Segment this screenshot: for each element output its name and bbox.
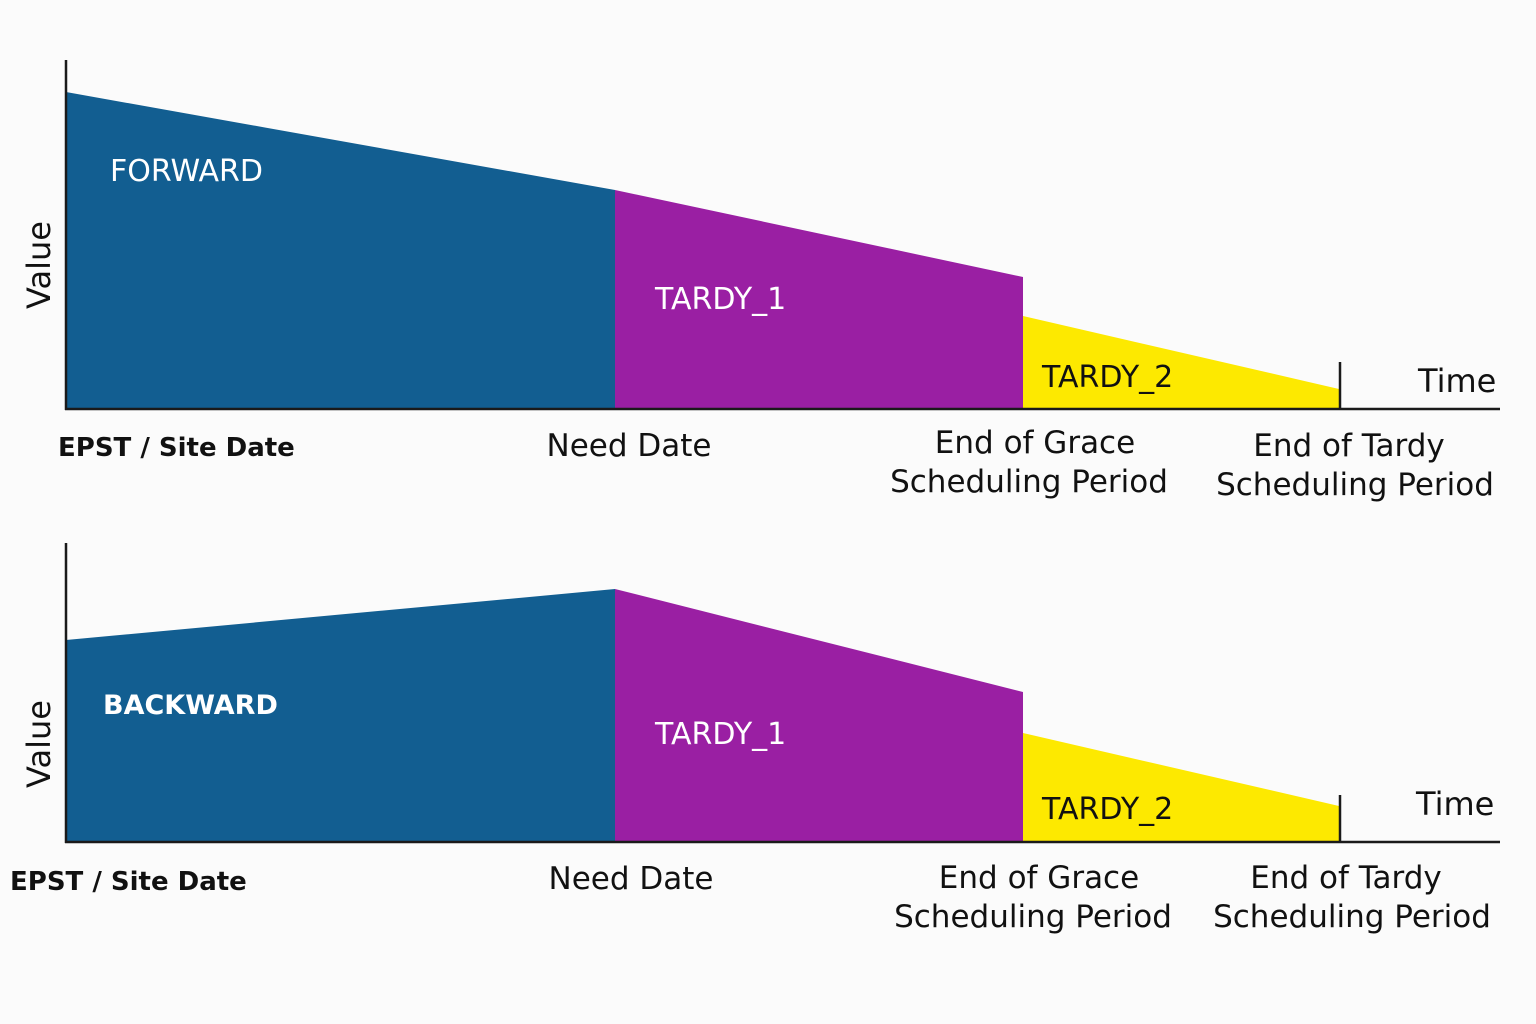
need-date-tick-label: Need Date — [547, 428, 712, 464]
tardy-1-region — [615, 190, 1023, 409]
end-of-tardy-label-line1: End of Tardy — [1253, 428, 1445, 464]
end-of-tardy-label-line2: Scheduling Period — [1216, 467, 1494, 503]
tardy-2-region — [1023, 316, 1339, 409]
need-date-tick-label: Need Date — [549, 861, 714, 897]
tardy-2-label: TARDY_2 — [1041, 360, 1173, 395]
end-of-tardy-label-line1: End of Tardy — [1250, 860, 1442, 896]
y-axis-title: Value — [20, 221, 58, 309]
origin-tick-label: EPST / Site Date — [58, 433, 295, 463]
end-of-tardy-label-line2: Scheduling Period — [1213, 899, 1491, 935]
backward-region — [66, 589, 615, 842]
origin-tick-label: EPST / Site Date — [10, 867, 247, 897]
end-of-grace-label-line2: Scheduling Period — [894, 899, 1172, 935]
end-of-grace-label-line1: End of Grace — [939, 860, 1139, 896]
forward-region — [66, 92, 615, 409]
forward-label: FORWARD — [110, 154, 263, 189]
backward-label: BACKWARD — [103, 690, 278, 721]
tardy-1-region — [615, 589, 1023, 842]
forward-panel: FORWARD TARDY_1 TARDY_2 Value Time EPST … — [20, 60, 1500, 503]
end-of-grace-label-line1: End of Grace — [935, 425, 1135, 461]
tardy-1-label: TARDY_1 — [654, 717, 786, 752]
x-axis-title: Time — [1417, 362, 1496, 400]
x-axis-title: Time — [1415, 785, 1494, 823]
tardy-2-region — [1023, 733, 1339, 842]
tardy-1-label: TARDY_1 — [654, 282, 786, 317]
backward-panel: BACKWARD TARDY_1 TARDY_2 Value Time EPST… — [10, 543, 1500, 935]
tardy-2-label: TARDY_2 — [1041, 792, 1173, 827]
y-axis-title: Value — [20, 700, 58, 788]
end-of-grace-label-line2: Scheduling Period — [890, 464, 1168, 500]
